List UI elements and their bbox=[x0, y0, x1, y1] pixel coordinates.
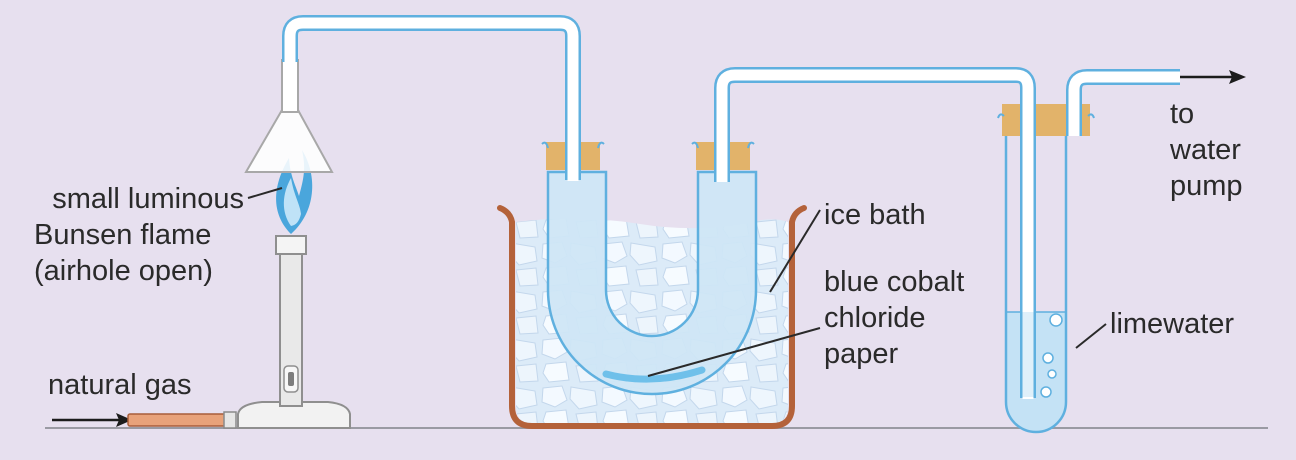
natural-gas-label: natural gas bbox=[48, 369, 192, 401]
cobalt-leader bbox=[647, 327, 821, 377]
cobalt-label-line1: blue cobalt bbox=[824, 266, 965, 298]
cobalt-chloride-paper bbox=[602, 366, 706, 383]
pump-label-line2: water bbox=[1170, 134, 1241, 166]
flame-label-line1: small luminous bbox=[52, 183, 244, 215]
water-pump-label: to water pump bbox=[1170, 96, 1243, 204]
cobalt-label-line2: chloride bbox=[824, 302, 926, 334]
flame-label-line2: Bunsen flame bbox=[34, 219, 212, 251]
bunsen-burner-icon bbox=[237, 235, 351, 429]
bubbles bbox=[1040, 313, 1063, 398]
flame-label-line3: (airhole open) bbox=[34, 255, 213, 287]
u-tube-icon bbox=[541, 141, 758, 396]
pump-label-line1: to bbox=[1170, 98, 1195, 130]
cobalt-chloride-label: blue cobalt chloride paper bbox=[824, 264, 964, 372]
leader-lines bbox=[247, 187, 1107, 377]
pump-arrow-icon bbox=[1180, 70, 1246, 84]
pump-label-line3: pump bbox=[1170, 170, 1243, 202]
gas-arrow-icon bbox=[52, 413, 132, 427]
flame-label: small luminous Bunsen flame (airhole ope… bbox=[16, 181, 244, 289]
ice-bath-leader bbox=[769, 209, 821, 293]
gas-pipe bbox=[127, 413, 227, 427]
delivery-tube-1 bbox=[282, 15, 581, 180]
ice-bath-label: ice bath bbox=[824, 199, 926, 231]
funnel-icon bbox=[244, 59, 334, 173]
test-tube-icon bbox=[997, 104, 1095, 434]
cobalt-label-line3: paper bbox=[824, 338, 899, 370]
limewater-leader bbox=[1075, 323, 1107, 349]
limewater-label: limewater bbox=[1110, 308, 1235, 340]
flame-leader bbox=[247, 187, 283, 199]
